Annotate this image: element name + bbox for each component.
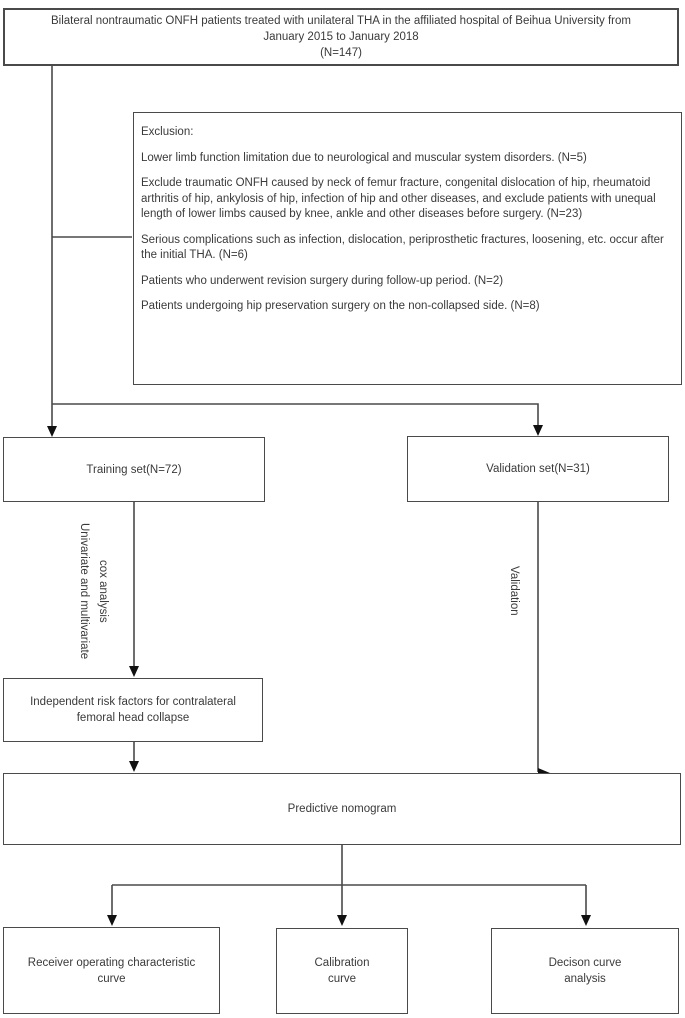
exclusion-box: Exclusion: Lower limb function limitatio… <box>133 112 682 385</box>
exclusion-heading: Exclusion: <box>141 126 194 138</box>
population-line3: (N=147) <box>320 47 362 59</box>
exclusion-item: Patients who underwent revision surgery … <box>141 274 504 287</box>
calibration-curve-line2: curve <box>327 973 357 985</box>
exclusion-item: Lower limb function limitation due to ne… <box>141 151 587 164</box>
exclusion-item: Serious complications such as infection,… <box>141 233 664 262</box>
arrowhead-validation <box>533 425 543 436</box>
validation-set-box: Validation set(N=31) <box>407 436 669 502</box>
roc-curve-line2: curve <box>97 972 126 985</box>
arrowhead-risk-factors <box>129 666 139 677</box>
validation-set-label: Validation set(N=31) <box>486 463 590 475</box>
exclusion-item: Exclude traumatic ONFH caused by neck of… <box>141 177 656 220</box>
arrowhead-roc <box>107 915 117 926</box>
risk-factors-line2: femoral head collapse <box>76 712 190 724</box>
univariate-cox-line2: cox analysis <box>97 559 109 623</box>
training-set-box: Training set(N=72) <box>3 437 265 502</box>
arrowhead-nomogram-left <box>129 761 139 772</box>
arrowhead-training <box>47 426 57 437</box>
nomogram-box: Predictive nomogram <box>3 773 681 845</box>
arrowhead-calibration <box>337 915 347 926</box>
decision-curve-box: Decison curve analysis <box>491 928 679 1014</box>
calibration-curve-line1: Calibration <box>314 957 370 969</box>
nomogram-label: Predictive nomogram <box>287 803 397 815</box>
population-line2: January 2015 to January 2018 <box>263 31 419 43</box>
exclusion-item: Patients undergoing hip preservation sur… <box>141 300 540 312</box>
edge-population-to-validation <box>52 403 539 425</box>
decision-curve-line2: analysis <box>564 973 606 985</box>
validation-edge-label: Validation <box>508 566 520 616</box>
calibration-curve-box: Calibration curve <box>276 928 408 1014</box>
population-box: Bilateral nontraumatic ONFH patients tre… <box>3 8 679 66</box>
training-set-label: Training set(N=72) <box>86 463 182 476</box>
roc-curve-box: Receiver operating characteristic curve <box>3 927 220 1014</box>
population-line1: Bilateral nontraumatic ONFH patients tre… <box>51 15 631 27</box>
decision-curve-line1: Decison curve <box>548 957 622 969</box>
univariate-cox-line1: Univariate and multivariate <box>78 522 90 660</box>
roc-curve-line1: Receiver operating characteristic <box>27 956 196 969</box>
risk-factors-box: Independent risk factors for contralater… <box>3 678 263 742</box>
arrowhead-decision <box>581 915 591 926</box>
edge-nomogram-to-outputs <box>111 845 587 916</box>
univariate-cox-edge-label: Univariate and multivariate cox analysis <box>74 512 112 670</box>
risk-factors-line1: Independent risk factors for contralater… <box>30 696 236 708</box>
